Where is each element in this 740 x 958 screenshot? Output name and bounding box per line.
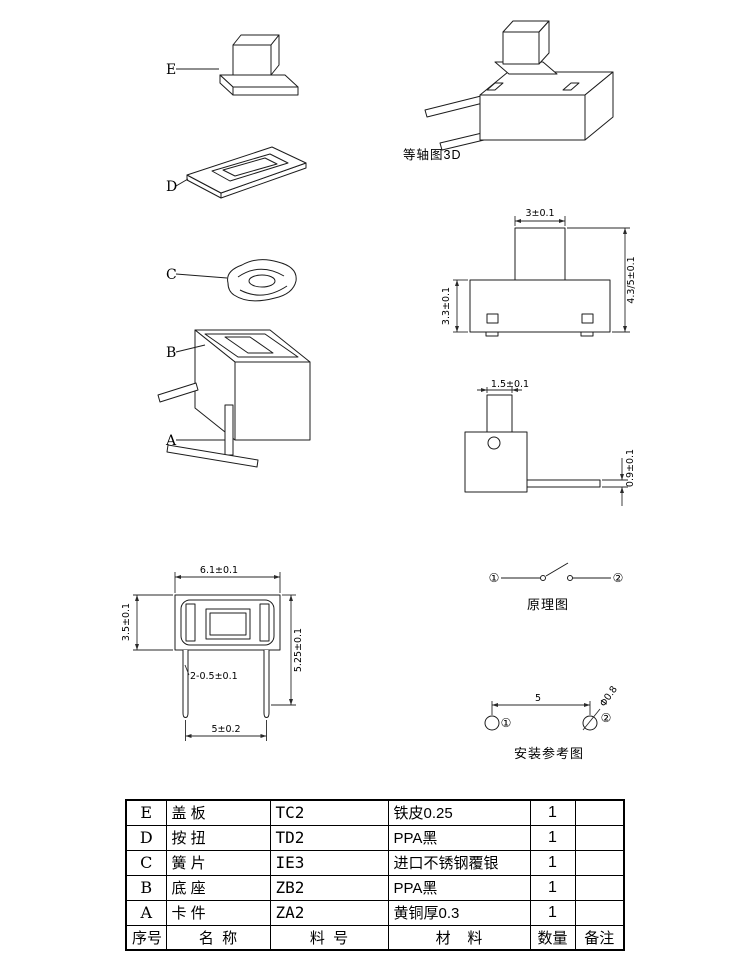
- bom-row-a: A 卡 件 ZA2 黄铜厚0.3 1: [125, 899, 625, 926]
- bom-row-c-material: 进口不锈钢覆银: [387, 849, 531, 876]
- bottom-dim-right: 5.25±0.1: [271, 594, 304, 706]
- bom-row-d: D 按 扭 TD2 PPA黑 1: [125, 824, 625, 851]
- bom-header-row: 序号 名 称 料 号 材 料 数量 备注: [125, 924, 625, 951]
- bottom-view-drawing: 6.1±0.1 3.5±0.1 5.25±0.1 2-0.5±0.1 5±0.2: [121, 565, 304, 741]
- side-view-drawing: 1.5±0.1 0.9±0.1: [464, 379, 636, 506]
- bom-header-no: 序号: [125, 924, 167, 951]
- isometric-body-shape: [424, 20, 614, 151]
- side-dim-right: 0.9±0.1: [602, 449, 636, 506]
- bom-row-c-name: 簧 片: [165, 849, 271, 876]
- front-view-drawing: 3±0.1 3.3±0.1 4.3/5±0.1: [441, 208, 637, 337]
- bom-row-d-name: 按 扭: [165, 824, 271, 851]
- installation-terminal2: ②: [601, 711, 612, 725]
- schematic-terminal1: ①: [489, 571, 500, 585]
- bom-header-remark: 备注: [574, 924, 625, 951]
- bom-row-d-material: PPA黑: [387, 824, 531, 851]
- installation-dim-hole-text: Φ0.8: [598, 684, 620, 709]
- bom-row-a-name: 卡 件: [165, 899, 271, 926]
- installation-holes: [484, 708, 601, 731]
- front-view-shape: [469, 227, 611, 337]
- exploded-label-b: B: [166, 345, 176, 361]
- bottom-dim-left: 3.5±0.1: [121, 594, 173, 651]
- leader-line-c: [175, 273, 228, 279]
- installation-caption: 安装参考图: [514, 746, 585, 761]
- schematic-caption: 原理图: [527, 597, 570, 612]
- bom-row-c-no: C: [125, 849, 167, 876]
- schematic-symbol: [501, 562, 611, 581]
- bom-row-c-remark: [574, 849, 625, 876]
- exploded-view-drawing: E D C B A: [157, 34, 311, 468]
- bom-header-material: 材 料: [387, 924, 531, 951]
- side-dim-top-text: 1.5±0.1: [491, 379, 529, 390]
- bom-row-d-no: D: [125, 824, 167, 851]
- bom-row-b-qty: 1: [529, 874, 576, 901]
- bom-row-e-material: 铁皮0.25: [387, 799, 531, 826]
- side-dim-top: 1.5±0.1: [477, 379, 529, 393]
- bom-header-name: 名 称: [165, 924, 271, 951]
- bom-row-b-part: ZB2: [269, 874, 389, 901]
- leader-line-d: [175, 178, 189, 187]
- bom-row-d-qty: 1: [529, 824, 576, 851]
- bom-header-part: 料 号: [269, 924, 389, 951]
- bom-row-b-name: 底 座: [165, 874, 271, 901]
- bom-row-b-remark: [574, 874, 625, 901]
- bom-table: E 盖 板 TC2 铁皮0.25 1 D 按 扭 TD2 PPA黑 1 C 簧 …: [125, 799, 625, 951]
- front-dim-right-text: 4.3/5±0.1: [626, 256, 637, 303]
- bom-row-c: C 簧 片 IE3 进口不锈钢覆银 1: [125, 849, 625, 876]
- installation-dim-pitch: 5: [491, 693, 591, 715]
- front-dim-top: 3±0.1: [514, 208, 566, 226]
- bottom-dim-pin: 2-0.5±0.1: [184, 664, 238, 682]
- bottom-dim-width: 6.1±0.1: [174, 565, 281, 593]
- part-d-shape: [186, 146, 307, 199]
- bom-row-c-qty: 1: [529, 849, 576, 876]
- front-dim-right: 4.3/5±0.1: [567, 227, 637, 333]
- isometric-caption: 等轴图3D: [403, 148, 462, 162]
- side-view-shape: [464, 394, 601, 493]
- schematic-terminal2: ②: [613, 571, 624, 585]
- bom-row-a-remark: [574, 899, 625, 926]
- isometric-view-drawing: [424, 20, 614, 151]
- schematic-drawing: ① ②: [489, 562, 624, 585]
- bom-row-e-remark: [574, 799, 625, 826]
- part-b-shape: [157, 329, 311, 441]
- bom-row-b: B 底 座 ZB2 PPA黑 1: [125, 874, 625, 901]
- installation-terminal1: ①: [501, 716, 512, 730]
- bom-row-a-qty: 1: [529, 899, 576, 926]
- bom-row-a-part: ZA2: [269, 899, 389, 926]
- bom-row-a-material: 黄铜厚0.3: [387, 899, 531, 926]
- part-c-shape: [227, 259, 297, 302]
- bom-header-qty: 数量: [529, 924, 576, 951]
- bom-row-e-no: E: [125, 799, 167, 826]
- exploded-label-d: D: [166, 179, 177, 195]
- bottom-dim-pin-text: 2-0.5±0.1: [190, 671, 238, 682]
- bom-row-e-qty: 1: [529, 799, 576, 826]
- installation-drawing: 5 ① ② Φ0.8: [484, 684, 620, 731]
- bom-row-e-name: 盖 板: [165, 799, 271, 826]
- bom-row-e-part: TC2: [269, 799, 389, 826]
- bom-row-b-material: PPA黑: [387, 874, 531, 901]
- bottom-dim-width-text: 6.1±0.1: [200, 565, 238, 576]
- bom-row-b-no: B: [125, 874, 167, 901]
- part-a-shape: [166, 404, 259, 468]
- front-dim-top-text: 3±0.1: [525, 208, 554, 219]
- front-dim-left: 3.3±0.1: [441, 279, 468, 333]
- front-dim-left-text: 3.3±0.1: [441, 287, 452, 325]
- exploded-label-c: C: [166, 267, 177, 283]
- exploded-label-a: A: [165, 433, 177, 449]
- bom-row-c-part: IE3: [269, 849, 389, 876]
- bottom-dim-right-text: 5.25±0.1: [293, 628, 304, 672]
- bottom-dim-pitch: 5±0.2: [185, 720, 267, 741]
- bom-row-d-remark: [574, 824, 625, 851]
- bom-row-a-no: A: [125, 899, 167, 926]
- bottom-dim-left-text: 3.5±0.1: [121, 603, 132, 641]
- bottom-dim-pitch-text: 5±0.2: [211, 724, 240, 735]
- part-e-shape: [219, 34, 299, 96]
- leader-line-b: [175, 344, 206, 353]
- bom-row-d-part: TD2: [269, 824, 389, 851]
- bottom-view-shape: [174, 594, 281, 718]
- side-dim-right-text: 0.9±0.1: [625, 449, 636, 487]
- exploded-label-e: E: [166, 62, 176, 78]
- bom-row-e: E 盖 板 TC2 铁皮0.25 1: [125, 799, 625, 826]
- installation-dim-pitch-text: 5: [535, 693, 541, 704]
